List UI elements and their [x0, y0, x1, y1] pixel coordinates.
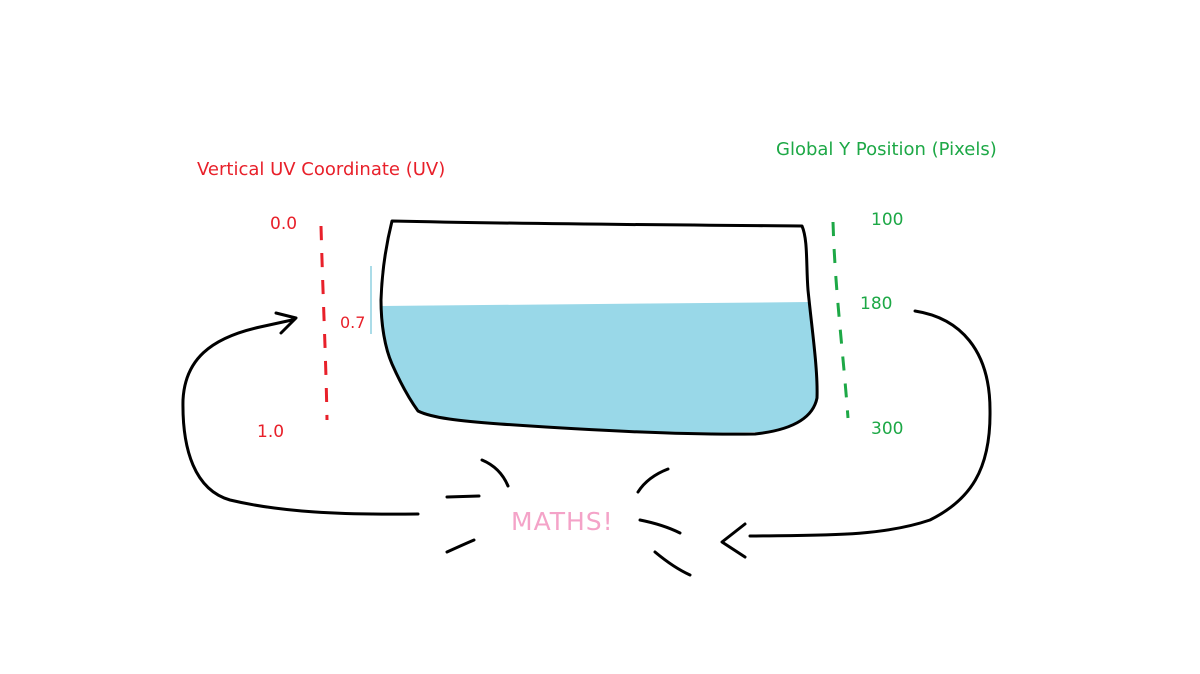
pixels-to-maths-arrowhead — [720, 522, 747, 559]
pixel-axis-title: Global Y Position (Pixels) — [776, 139, 997, 160]
liquid-fill — [381, 302, 817, 433]
pixel-tick-mid: 180 — [860, 294, 893, 314]
uv-tick-top: 0.0 — [270, 214, 298, 234]
uv-tick-bottom: 1.0 — [257, 422, 285, 442]
container-outline — [379, 219, 819, 436]
pixel-tick-top: 100 — [871, 210, 904, 230]
pixel-tick-bottom: 300 — [871, 419, 904, 439]
maths-to-uv-arrowhead — [274, 311, 298, 335]
maths-label: MATHS! — [511, 507, 614, 536]
uv-axis-line — [319, 225, 329, 421]
uv-axis-title: Vertical UV Coordinate (UV) — [197, 159, 446, 180]
pixels-to-maths-arrow — [748, 309, 992, 538]
maths-to-uv-arrow — [181, 318, 420, 516]
pixel-axis-line — [831, 221, 850, 419]
maths-burst — [445, 458, 692, 577]
uv-tick-mid: 0.7 — [340, 313, 366, 332]
